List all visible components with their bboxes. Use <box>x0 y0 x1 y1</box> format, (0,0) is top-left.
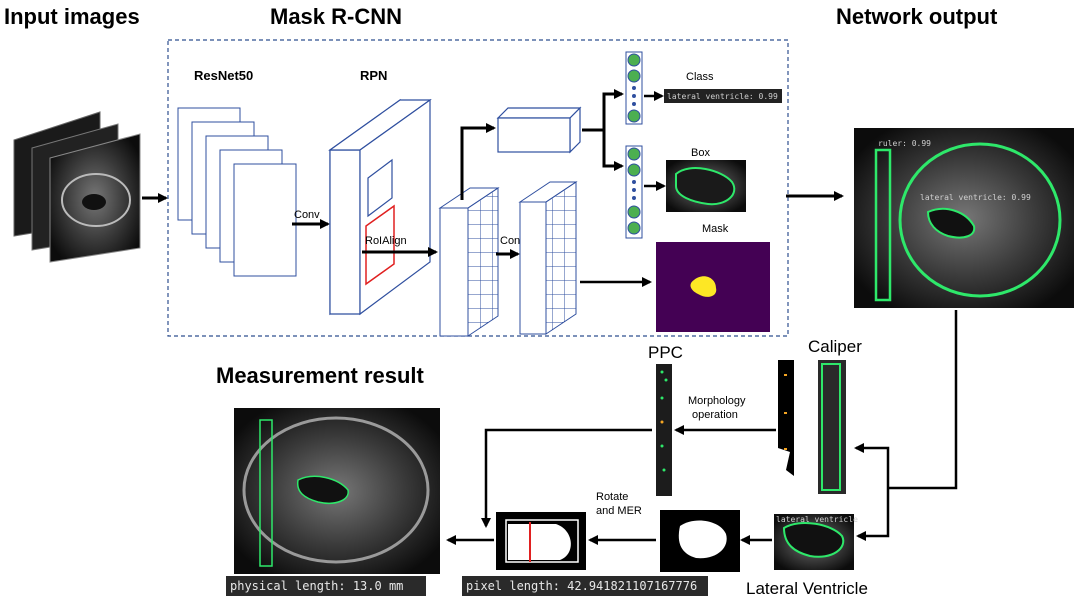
lv-crop-text: lateral ventricle <box>776 515 858 524</box>
label-conv-1: Conv <box>294 209 320 221</box>
pixel-length-text: pixel length: 42.941821107167776 <box>466 579 697 593</box>
mask-rcnn-frame <box>167 39 789 337</box>
roi-feature-block <box>438 187 500 337</box>
label-rotate-2: and MER <box>596 505 642 517</box>
label-resnet50: ResNet50 <box>194 68 253 83</box>
title-input-images: Input images <box>4 4 140 29</box>
label-mask: Mask <box>702 223 729 235</box>
rpn-block <box>328 98 432 316</box>
measurement-result-image <box>234 408 440 574</box>
title-measurement-result: Measurement result <box>216 363 425 388</box>
physical-length-text: physical length: 13.0 mm <box>230 579 403 593</box>
label-rotate-1: Rotate <box>596 491 628 503</box>
mer-result-image <box>496 512 586 570</box>
arrow-to-class <box>582 89 624 132</box>
mask-output-image <box>656 242 770 332</box>
connector-output-down <box>888 310 958 490</box>
resnet50-feature-maps <box>177 107 297 277</box>
ppc-crop <box>656 364 672 496</box>
network-output-image: ruler: 0.99 lateral ventricle: 0.99 <box>854 128 1074 308</box>
physical-length-bar <box>226 576 426 596</box>
label-roialign: RoIAlign <box>365 235 407 247</box>
caliper-binary-crop <box>778 360 794 498</box>
label-ppc: PPC <box>648 343 683 362</box>
arrow-to-caliper <box>854 443 890 488</box>
box-output-image <box>666 160 746 212</box>
arrow-ppc-to-result <box>481 428 652 528</box>
label-lateral-ventricle: Lateral Ventricle <box>746 579 868 598</box>
title-mask-rcnn: Mask R-CNN <box>270 4 402 29</box>
class-score-bar <box>664 89 782 103</box>
label-caliper: Caliper <box>808 337 862 356</box>
arrow-to-box <box>602 130 624 171</box>
input-image-stack <box>13 111 141 263</box>
arrow-to-lv <box>856 488 890 541</box>
rpn-highlight-region <box>365 204 395 286</box>
box-node-column <box>625 145 643 239</box>
lv-binary-mask <box>660 510 740 572</box>
caliper-crop <box>818 360 846 494</box>
mask-conv-block <box>518 181 578 335</box>
label-morphology-2: operation <box>692 409 738 421</box>
pixel-length-bar <box>462 576 708 596</box>
class-score-text: lateral ventricle: 0.99 <box>667 92 778 101</box>
net-lv-score: lateral ventricle: 0.99 <box>920 193 1031 202</box>
fc-block <box>496 106 582 154</box>
class-node-column <box>625 51 643 125</box>
label-rpn: RPN <box>360 68 387 83</box>
label-morphology-1: Morphology <box>688 395 746 407</box>
label-class: Class <box>686 71 714 83</box>
lv-crop: lateral ventricle <box>774 514 858 570</box>
label-box: Box <box>691 147 710 159</box>
arrow-to-fc <box>460 123 496 200</box>
title-network-output: Network output <box>836 4 998 29</box>
net-caliper-score: ruler: 0.99 <box>878 139 931 148</box>
